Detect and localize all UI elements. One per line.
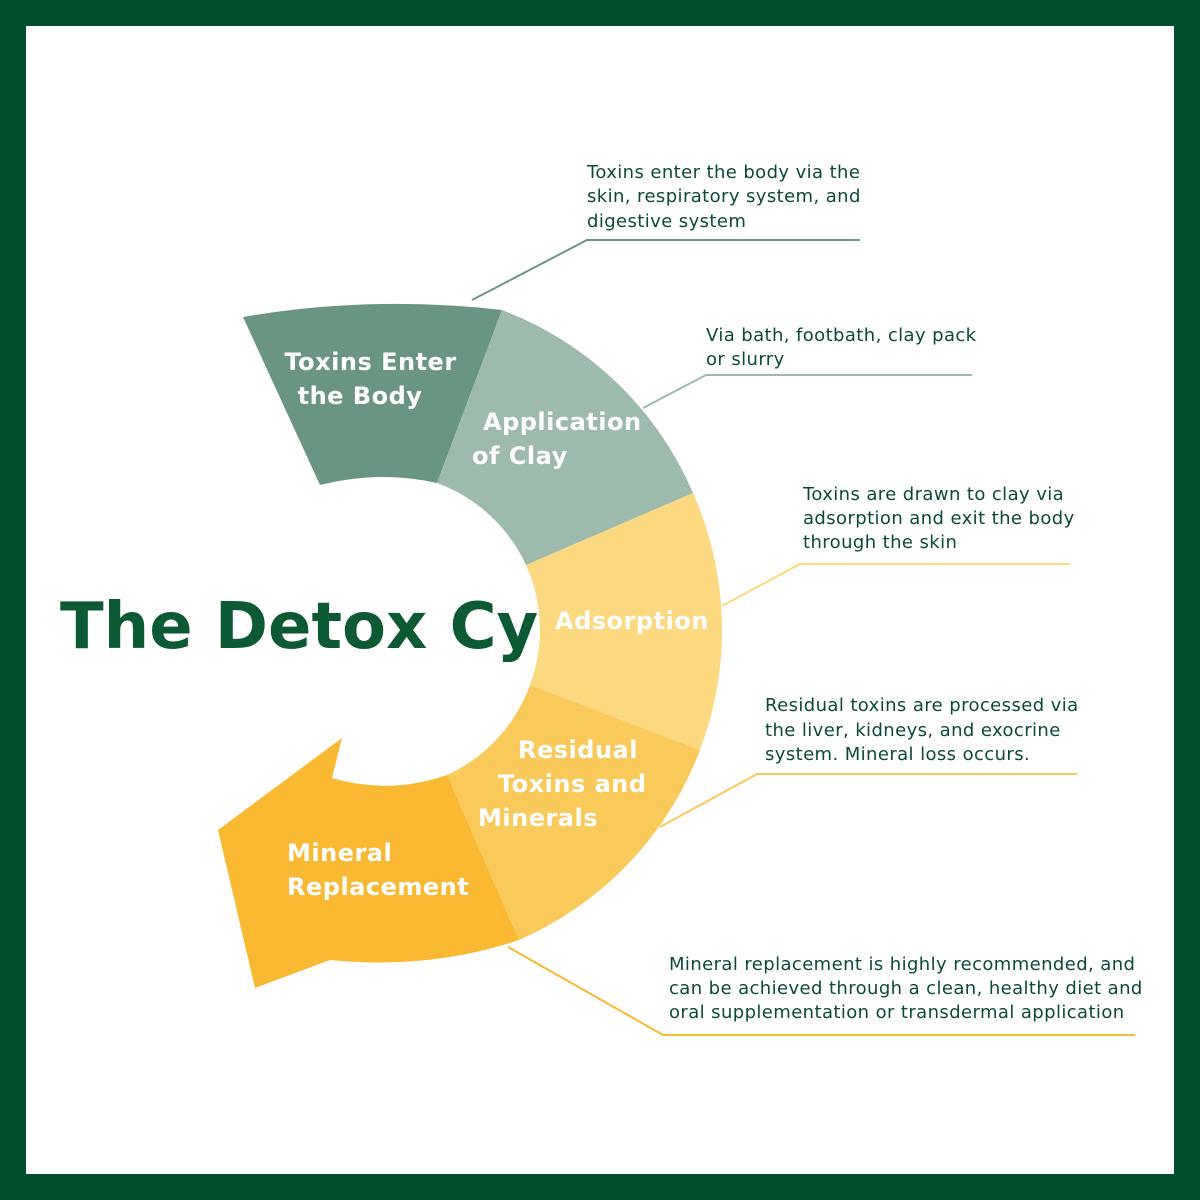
stage-label-residual-toxins: Residual Toxins and Minerals xyxy=(478,736,655,832)
description-adsorption: Toxins are drawn to clay via adsorption … xyxy=(802,484,1081,553)
description-toxins-enter: Toxins enter the body via the skin, resp… xyxy=(586,162,867,232)
description-application-of-clay: Via bath, footbath, clay pack or slurry xyxy=(706,325,983,370)
stage-label-application-of-clay: Application of Clay xyxy=(472,408,650,470)
connector-line-1 xyxy=(471,239,860,301)
segment-mineral-replacement-arrow xyxy=(218,738,519,988)
stage-label-adsorption: Adsorption xyxy=(555,607,709,635)
stage-label-toxins-enter: Toxins Enter the Body xyxy=(284,348,465,410)
segment-toxins-enter xyxy=(243,303,502,485)
connector-line-3 xyxy=(721,563,1070,607)
connector-line-5 xyxy=(507,946,1135,1036)
connector-line-4 xyxy=(659,773,1077,828)
description-mineral-replacement: Mineral replacement is highly recommende… xyxy=(669,954,1149,1023)
segment-application-of-clay xyxy=(437,310,693,565)
connector-line-2 xyxy=(642,374,972,409)
segment-residual-toxins xyxy=(447,685,700,940)
stage-label-mineral-replacement: Mineral Replacement xyxy=(287,839,469,901)
segment-adsorption xyxy=(526,493,723,750)
description-residual-toxins: Residual toxins are processed via the li… xyxy=(765,695,1085,765)
